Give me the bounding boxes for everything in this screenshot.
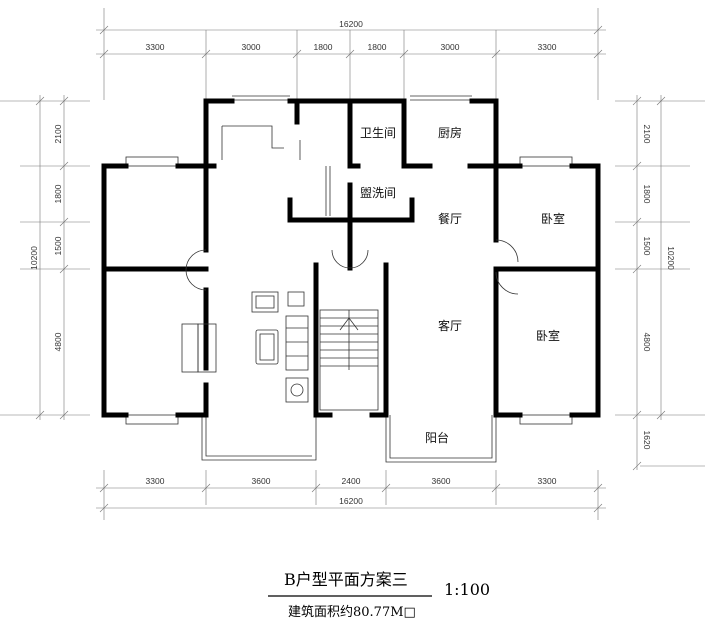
dim-top-4: 1800 — [368, 42, 387, 52]
dim-left-2: 1800 — [53, 184, 63, 203]
dim-top-5: 3000 — [441, 42, 460, 52]
door-swings — [185, 239, 519, 295]
top-dimensions: 16200 3300 3000 1800 1800 3000 3300 — [96, 19, 606, 59]
room-label-bedroom-upper: 卧室 — [541, 211, 565, 226]
room-label-kitchen: 厨房 — [438, 125, 462, 140]
dim-left-total: 10200 — [29, 246, 39, 270]
dim-right-1: 2100 — [642, 125, 652, 144]
walls — [101, 98, 601, 418]
room-labels: 卫生间 厨房 盥洗间 餐厅 卧室 客厅 卧室 阳台 — [360, 125, 565, 445]
dim-right-3: 1500 — [642, 237, 652, 256]
room-label-washroom: 盥洗间 — [360, 186, 396, 200]
balconies — [125, 95, 573, 463]
room-label-bathroom: 卫生间 — [360, 126, 396, 140]
dim-left-3: 1500 — [53, 236, 63, 255]
dim-top-6: 3300 — [538, 42, 557, 52]
building-area: 建筑面积约80.77M□ — [288, 605, 416, 620]
stairs — [319, 309, 379, 411]
dim-bottom-2: 3600 — [252, 476, 271, 486]
dim-right-2: 1800 — [642, 185, 652, 204]
left-dimensions: 10200 2100 1800 1500 4800 — [29, 95, 69, 420]
dim-right-4: 4800 — [642, 333, 652, 352]
fixtures — [181, 125, 331, 373]
dim-right-total: 10200 — [666, 246, 676, 270]
dim-left-1: 2100 — [53, 124, 63, 143]
dim-bottom-total: 16200 — [339, 496, 363, 506]
dim-bottom-3: 2400 — [342, 476, 361, 486]
dim-top-2: 3000 — [242, 42, 261, 52]
dim-top-3: 1800 — [314, 42, 333, 52]
dim-bottom-5: 3300 — [538, 476, 557, 486]
dim-bottom-1: 3300 — [146, 476, 165, 486]
room-label-bedroom-lower: 卧室 — [536, 328, 560, 343]
dim-bottom-4: 3600 — [432, 476, 451, 486]
room-label-balcony: 阳台 — [425, 430, 449, 445]
room-label-dining: 餐厅 — [438, 211, 462, 226]
dim-top-total: 16200 — [339, 19, 363, 29]
dim-left-4: 4800 — [53, 332, 63, 351]
drawing-title: B户型平面方案三 — [284, 570, 408, 589]
right-dimensions: 2100 1800 1500 4800 10200 1620 — [632, 95, 676, 471]
furniture — [251, 291, 309, 403]
dim-right-balcony: 1620 — [642, 431, 652, 450]
dim-top-1: 3300 — [146, 42, 165, 52]
drawing-scale: 1:100 — [444, 580, 491, 599]
room-label-living: 客厅 — [438, 318, 462, 333]
bottom-dimensions: 3300 3600 2400 3600 3300 16200 — [96, 476, 606, 513]
grid-lines — [0, 8, 705, 520]
